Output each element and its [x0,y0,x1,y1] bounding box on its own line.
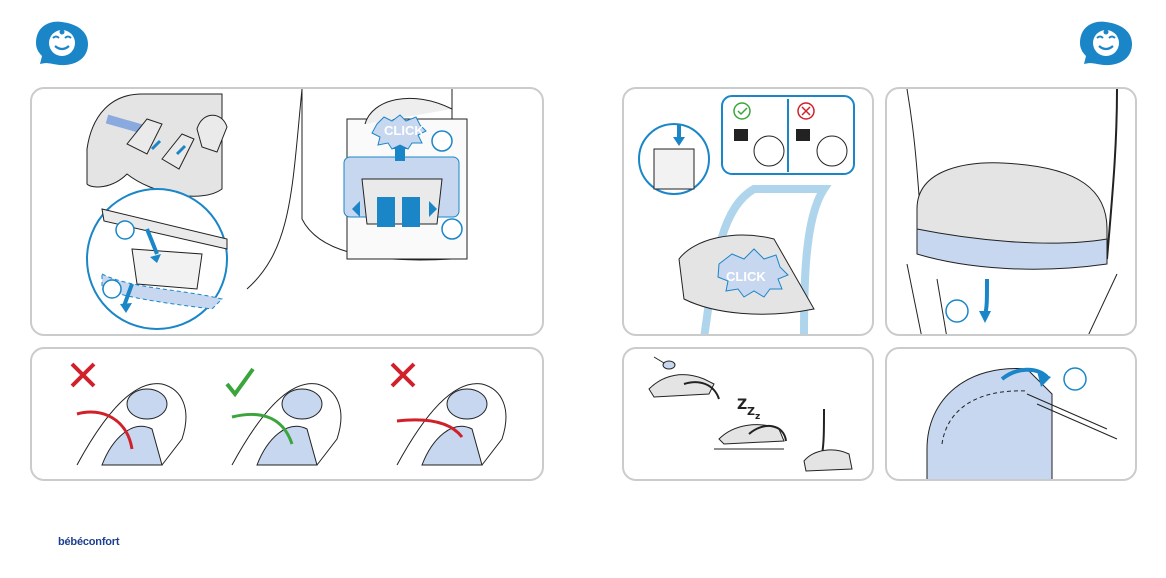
head-position-correct [225,367,342,466]
sleep-z-1: Z [737,397,747,413]
click-label-top-left: CLICK [384,123,424,138]
rocking-position: Z Z z [714,397,787,450]
brand-name: bébéconfort [58,536,120,548]
feeding-position [648,356,720,400]
head-position-wrong-1 [70,362,187,466]
check-icon [737,107,748,116]
baby-face-icon-left [36,21,88,66]
sleep-z-2: Z [747,405,755,418]
cross-icon [70,362,96,388]
panel-head-position [30,347,544,481]
check-icon [225,367,255,398]
brand-logo: bébéconfort [58,536,120,548]
panel-usage: Z Z z [622,347,874,481]
panel-canopy-fit [885,87,1137,336]
panel-handle-lock: CLICK [622,87,874,336]
panel-canopy-open [885,347,1137,481]
head-position-wrong-2 [390,362,507,466]
cross-icon [801,106,811,116]
click-label-top-center: CLICK [726,269,766,284]
baby-face-icon-right [1080,21,1132,66]
carry-position [803,408,853,472]
sleep-z-3: z [755,412,760,422]
cross-icon [390,362,416,388]
panel-harness-adjust: CLICK [30,87,544,336]
